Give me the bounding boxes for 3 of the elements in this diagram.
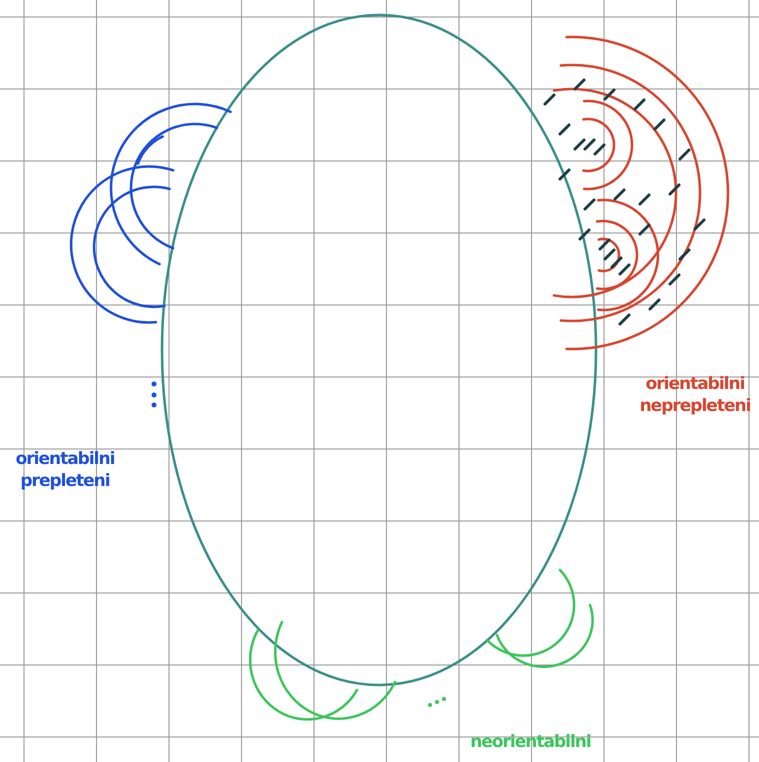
- region-label: orientabilni neprepleteni: [638, 373, 752, 417]
- region-label: neorientabilni: [469, 731, 592, 753]
- region-label: orientabilni prepleteni: [14, 448, 116, 492]
